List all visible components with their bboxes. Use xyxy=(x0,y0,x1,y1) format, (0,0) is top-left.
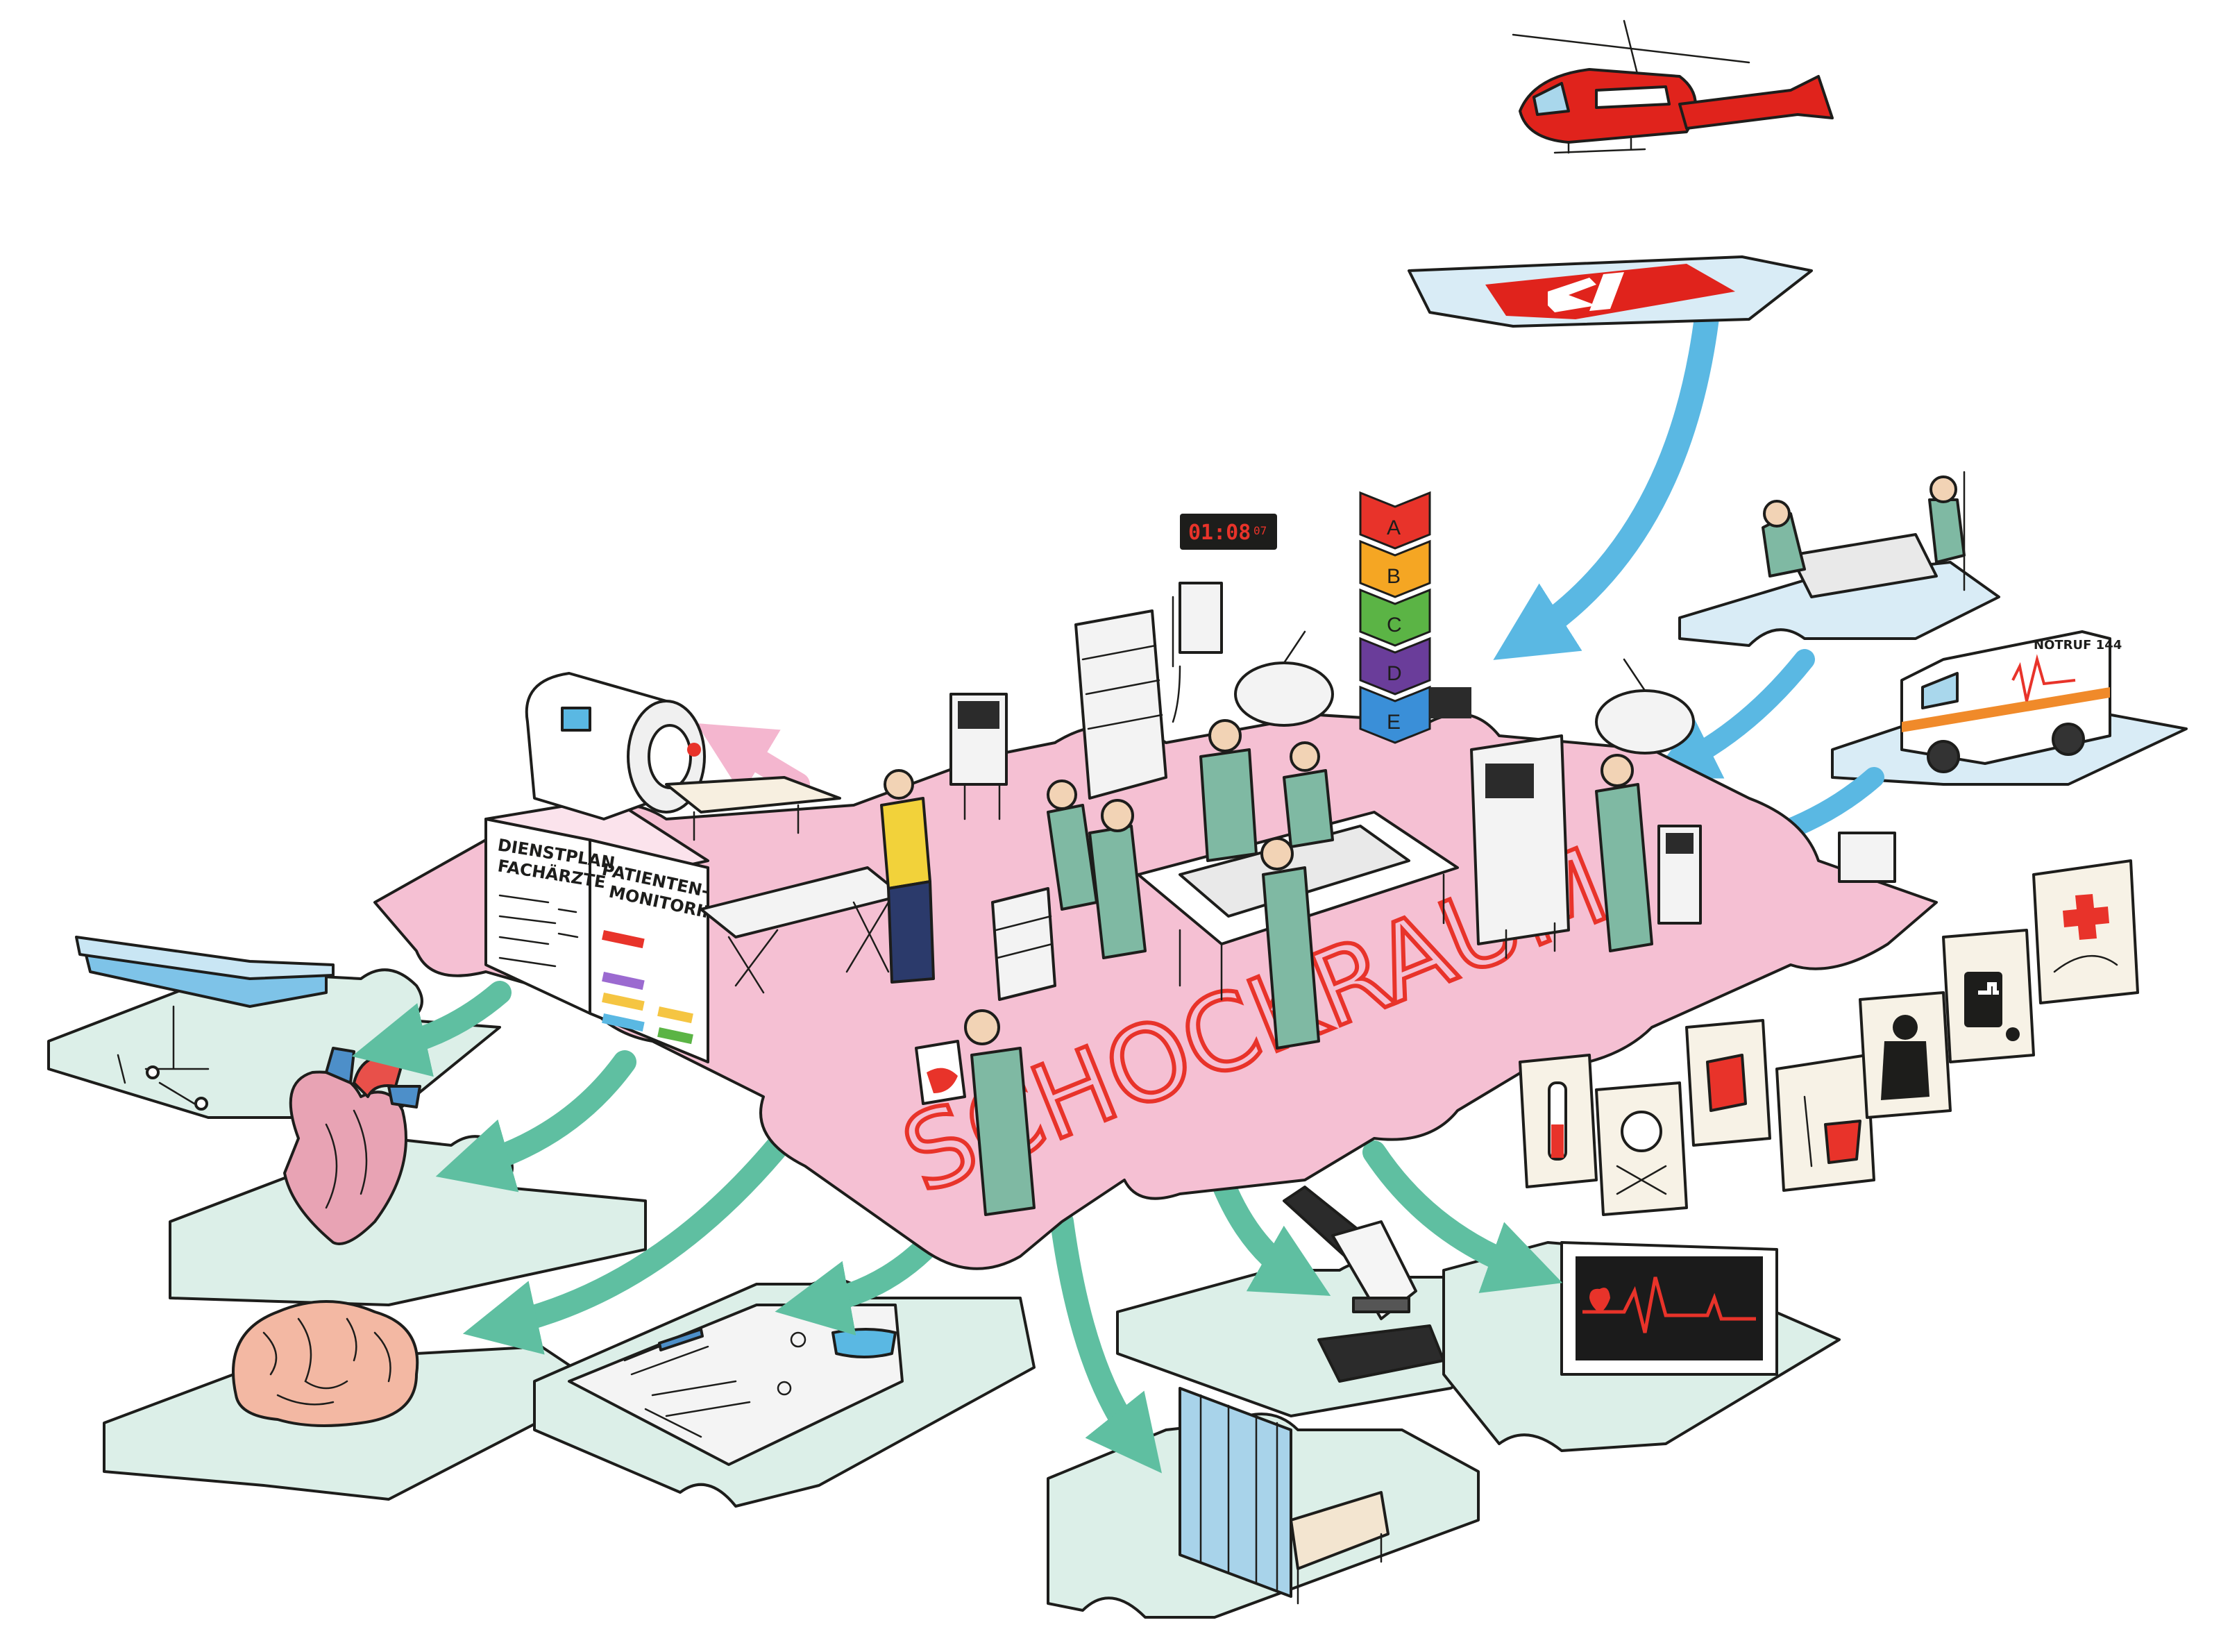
incident-cards xyxy=(1519,859,2139,1216)
nurse-figure xyxy=(1047,779,1147,959)
anesthesia-machine-icon xyxy=(1430,687,1570,959)
police-card-icon xyxy=(1859,991,1952,1119)
instruments-piece xyxy=(533,1278,1036,1508)
chevron-e xyxy=(1359,685,1431,744)
test-tube-card-icon xyxy=(1519,1054,1598,1188)
poison-card-icon xyxy=(1595,1081,1688,1216)
medical-staff xyxy=(880,719,1653,1216)
microscope-icon xyxy=(1283,1186,1445,1383)
ambulance-icon: NOTRUF 144 xyxy=(1900,630,2122,773)
helicopter-icon xyxy=(1512,19,1834,154)
drawer-cart-icon xyxy=(991,887,1056,1001)
chevron-b xyxy=(1359,539,1431,598)
abcde-d: D xyxy=(1387,662,1402,685)
ecg-monitor-icon xyxy=(1560,1241,1778,1376)
abcde-b: B xyxy=(1387,565,1401,588)
helipad-icon xyxy=(1408,255,1813,328)
ambulance-label: NOTRUF 144 xyxy=(2034,638,2122,652)
abcde-a: A xyxy=(1387,516,1401,539)
stretcher-icon xyxy=(75,936,335,1111)
first-aid-card-icon xyxy=(2032,859,2139,1004)
medication-card-icon xyxy=(1942,929,2035,1063)
chevron-d xyxy=(1359,637,1431,696)
monitor-cart-icon xyxy=(1657,825,1896,925)
abcde-stack: A B C D E xyxy=(1359,491,1431,744)
clock-suffix: 07 xyxy=(1253,524,1267,537)
privacy-screen-icon xyxy=(1179,1387,1390,1605)
surgical-instruments-icon xyxy=(623,1328,897,1438)
abcde-c: C xyxy=(1387,614,1402,637)
patient-transport-icon xyxy=(1762,471,1966,598)
nurse-with-bloodbag-figure xyxy=(915,1009,1036,1216)
operating-lamp-icon xyxy=(1234,630,1695,755)
blood-bag-card-icon xyxy=(1685,1019,1771,1147)
wall-phone-icon xyxy=(1172,582,1223,723)
ecg-piece xyxy=(1442,1241,1841,1452)
microscope-piece xyxy=(1116,1186,1528,1417)
chevron-a xyxy=(1359,491,1431,550)
equipment-cabinet-icon xyxy=(1074,609,1167,800)
brain-icon xyxy=(232,1300,419,1427)
ambulance-piece: NOTRUF 144 xyxy=(1831,630,2188,786)
chevron-c xyxy=(1359,588,1431,647)
doctor-figures xyxy=(1199,719,1653,1050)
transport-piece xyxy=(1678,471,2000,647)
paramedic-figure xyxy=(880,769,935,984)
ct-scanner-icon xyxy=(525,672,841,841)
info-board: DIENSTPLAN FACHÄRZTE PATIENTEN- MONITORI… xyxy=(484,797,732,1063)
ventilator-icon xyxy=(949,693,1008,820)
cleaning-card-icon xyxy=(1775,1054,1875,1192)
brain-piece xyxy=(103,1300,605,1501)
clock-time: 01:08 xyxy=(1188,521,1251,545)
wall-clock: 01:08 07 xyxy=(1180,514,1277,550)
abcde-e: E xyxy=(1387,711,1401,734)
